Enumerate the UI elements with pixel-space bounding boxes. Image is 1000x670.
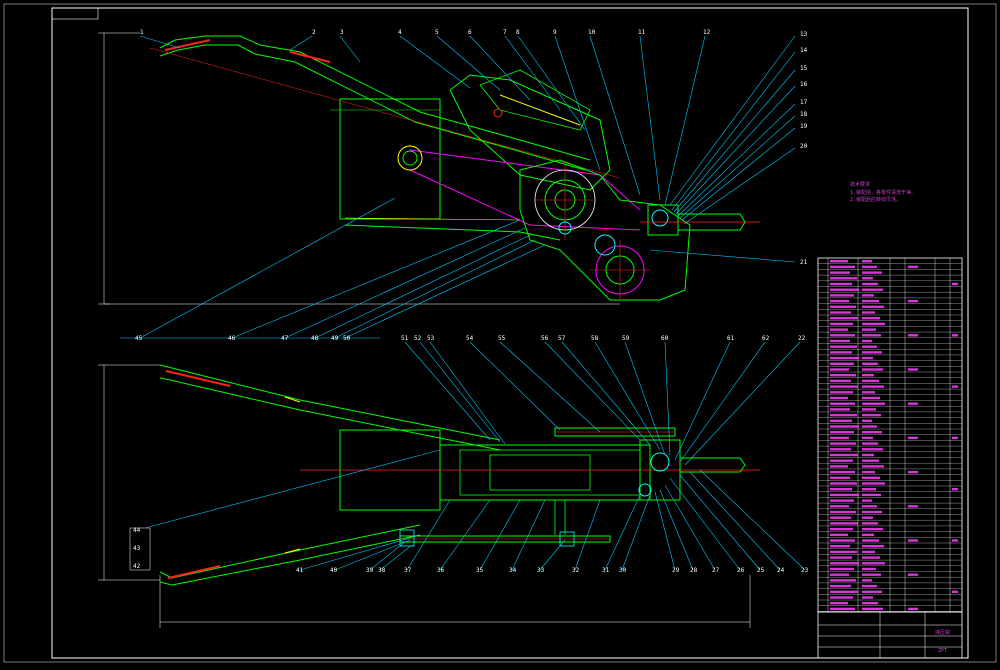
- bottom-part-label: 27: [712, 567, 720, 574]
- top-leaders: [120, 35, 796, 339]
- bottom-part-label: 36: [437, 567, 445, 574]
- top-part-label: 47: [281, 335, 289, 342]
- bottom-part-label: 32: [572, 567, 580, 574]
- top-part-label: 50: [343, 335, 351, 342]
- bottom-part-label: 35: [476, 567, 484, 574]
- bottom-part-label: 58: [591, 335, 599, 342]
- bottom-part-label: 54: [466, 335, 474, 342]
- bottom-part-label: 37: [404, 567, 412, 574]
- bottom-part-label: 31: [602, 567, 610, 574]
- notes-line-2: 2.装配后应转动灵活。: [850, 196, 901, 203]
- bottom-part-label: 61: [727, 335, 735, 342]
- top-part-label: 15: [800, 65, 808, 72]
- bottom-part-label: 62: [762, 335, 770, 342]
- bottom-part-label: 25: [757, 567, 765, 574]
- bottom-part-label: 28: [690, 567, 698, 574]
- top-part-label: 19: [800, 123, 808, 130]
- technical-notes: 技术要求 1.装配前，各零件清洗干净。 2.装配后应转动灵活。: [850, 181, 916, 203]
- bottom-part-label: 41: [296, 567, 304, 574]
- top-part-label: 21: [800, 259, 808, 266]
- bill-of-materials: [817, 257, 963, 613]
- top-part-label: 14: [800, 47, 808, 54]
- drawing-code: ZPT: [938, 648, 947, 654]
- top-part-label: 20: [800, 143, 808, 150]
- bottom-part-label: 24: [777, 567, 785, 574]
- top-part-label: 8: [516, 29, 520, 36]
- top-part-label: 9: [553, 29, 557, 36]
- top-part-label: 11: [638, 29, 646, 36]
- bottom-part-label: 44: [133, 527, 141, 534]
- top-view: [98, 32, 760, 305]
- bottom-part-label: 52: [414, 335, 422, 342]
- bottom-part-label: 51: [401, 335, 409, 342]
- bottom-part-label: 40: [330, 567, 338, 574]
- bottom-part-label: 56: [541, 335, 549, 342]
- top-part-label: 6: [468, 29, 472, 36]
- bottom-labels: 51 52 53 54 55 56 57 58 59 60 61 62 22 44 43 42 41 40 39 38…: [133, 335, 809, 574]
- bottom-part-label: 22: [798, 335, 806, 342]
- bottom-part-label: 33: [537, 567, 545, 574]
- bottom-part-label: 57: [558, 335, 566, 342]
- bottom-part-label: 42: [133, 563, 141, 570]
- bottom-view: [98, 364, 760, 628]
- top-part-label: 4: [398, 29, 402, 36]
- top-part-label: 2: [312, 29, 316, 36]
- top-part-label: 46: [228, 335, 236, 342]
- bottom-part-label: 53: [427, 335, 435, 342]
- bottom-part-label: 55: [498, 335, 506, 342]
- inner-frame: [51, 7, 969, 659]
- top-part-label: 10: [588, 29, 596, 36]
- bottom-part-label: 39: [366, 567, 374, 574]
- top-part-label: 18: [800, 111, 808, 118]
- top-part-label: 1: [140, 29, 144, 36]
- bottom-part-label: 34: [509, 567, 517, 574]
- top-part-label: 3: [340, 29, 344, 36]
- top-part-label: 49: [331, 335, 339, 342]
- title-block: 液压钳 ZPT: [817, 611, 963, 659]
- bottom-part-label: 60: [661, 335, 669, 342]
- top-part-label: 7: [503, 29, 507, 36]
- top-part-label: 45: [135, 335, 143, 342]
- bottom-part-label: 59: [622, 335, 630, 342]
- bottom-part-label: 23: [801, 567, 809, 574]
- bottom-part-label: 43: [133, 545, 141, 552]
- bottom-part-label: 38: [378, 567, 386, 574]
- top-part-label: 48: [311, 335, 319, 342]
- bottom-part-label: 30: [619, 567, 627, 574]
- corner-stamp: [51, 7, 99, 20]
- bottom-part-label: 29: [672, 567, 680, 574]
- notes-line-1: 1.装配前，各零件清洗干净。: [850, 189, 916, 196]
- top-part-label: 17: [800, 99, 808, 106]
- bottom-leaders: [144, 341, 806, 571]
- top-part-label: 16: [800, 81, 808, 88]
- bottom-part-label: 26: [737, 567, 745, 574]
- notes-title: 技术要求: [850, 181, 870, 188]
- drawing-name: 液压钳: [935, 629, 950, 636]
- top-part-label: 5: [435, 29, 439, 36]
- top-part-label: 13: [800, 31, 808, 38]
- top-part-label: 12: [703, 29, 711, 36]
- outer-frame: [3, 3, 997, 663]
